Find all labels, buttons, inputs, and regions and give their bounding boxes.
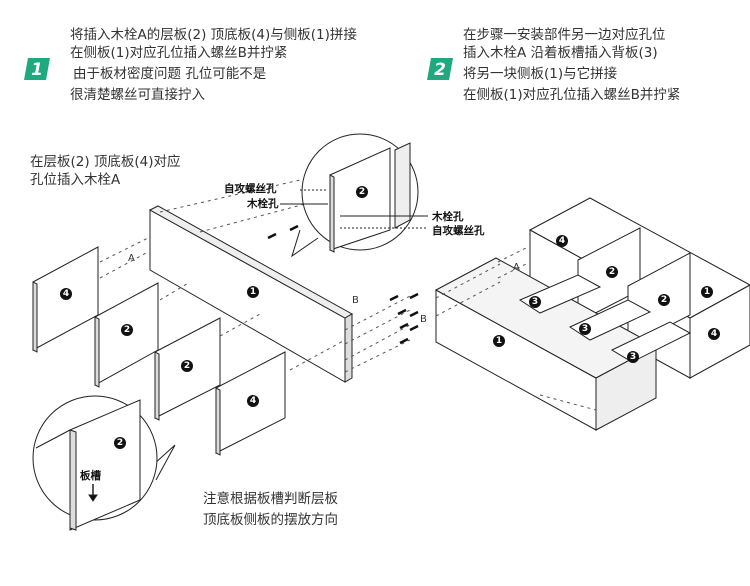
right-assembly: 4 2 2 1 3 3 3 1 4 <box>434 197 750 431</box>
left-screws <box>267 224 409 345</box>
step2-badge: 2 <box>427 58 453 80</box>
left-note-line-1: 在层板(2) 顶底板(4)对应 <box>30 154 181 170</box>
svg-text:3: 3 <box>532 297 538 307</box>
step2-line-2: 插入木栓A 沿着板槽插入背板(3) <box>463 45 658 61</box>
svg-text:2: 2 <box>609 267 615 277</box>
label-dowel-hole-bottom: 木栓孔 <box>431 210 464 223</box>
left-panel-4-bottom: 4 <box>215 351 286 456</box>
left-panel-2-b: 2 <box>154 317 221 421</box>
svg-text:4: 4 <box>711 329 717 339</box>
svg-text:1: 1 <box>250 287 256 297</box>
label-screw-hole-top: 自攻螺丝孔 <box>224 182 277 195</box>
svg-text:4: 4 <box>63 289 69 299</box>
step1-badge: 1 <box>24 58 50 80</box>
label-a-right: A <box>513 262 520 273</box>
step2-line-3: 将另一块侧板(1)与它拼接 <box>463 66 618 82</box>
svg-text:2: 2 <box>434 60 446 80</box>
step1-line-1: 将插入木栓A的层板(2) 顶底板(4)与侧板(1)拼接 <box>70 27 357 43</box>
svg-text:1: 1 <box>496 336 502 346</box>
step1-line-4: 很清楚螺丝可直接拧入 <box>70 87 205 103</box>
left-note-line-2: 孔位插入木栓A <box>30 172 121 188</box>
label-groove: 板槽 <box>80 469 101 482</box>
label-screw-hole-bottom: 自攻螺丝孔 <box>432 224 485 237</box>
svg-text:4: 4 <box>250 396 256 406</box>
svg-text:1: 1 <box>31 60 43 80</box>
svg-text:2: 2 <box>184 361 190 371</box>
svg-text:3: 3 <box>630 352 636 362</box>
label-b-left: B <box>352 295 359 306</box>
bottom-note-line-2: 顶底板侧板的摆放方向 <box>203 512 338 528</box>
label-a-left: A <box>128 253 135 264</box>
left-guide-lines <box>99 179 411 373</box>
label-dowel-hole-top: 木栓孔 <box>246 197 279 210</box>
left-panel-4-top: 4 <box>32 246 99 353</box>
step2-line-4: 在侧板(1)对应孔位插入螺丝B并拧紧 <box>463 87 681 103</box>
step1-line-3: 由于板材密度问题 孔位可能不是 <box>73 66 267 82</box>
step1-line-2: 在侧板(1)对应孔位插入螺丝B并拧紧 <box>70 45 288 61</box>
right-guide-lines <box>435 245 597 411</box>
right-screws <box>409 292 419 332</box>
svg-text:4: 4 <box>559 236 565 246</box>
svg-text:2: 2 <box>124 325 130 335</box>
svg-text:2: 2 <box>661 295 667 305</box>
svg-text:3: 3 <box>582 324 588 334</box>
left-panel-1: 1 <box>148 205 354 383</box>
svg-text:2: 2 <box>359 187 365 197</box>
callout-top: 2 <box>280 133 428 258</box>
bottom-note-line-1: 注意根据板槽判断层板 <box>203 491 338 507</box>
callout-bottom: 2 <box>32 395 176 531</box>
left-panel-2-a: 2 <box>94 282 159 388</box>
svg-text:1: 1 <box>704 287 710 297</box>
svg-text:2: 2 <box>117 438 123 448</box>
label-b-right: B <box>420 314 427 325</box>
step2-line-1: 在步骤一安装部件另一边对应孔位 <box>463 27 666 43</box>
